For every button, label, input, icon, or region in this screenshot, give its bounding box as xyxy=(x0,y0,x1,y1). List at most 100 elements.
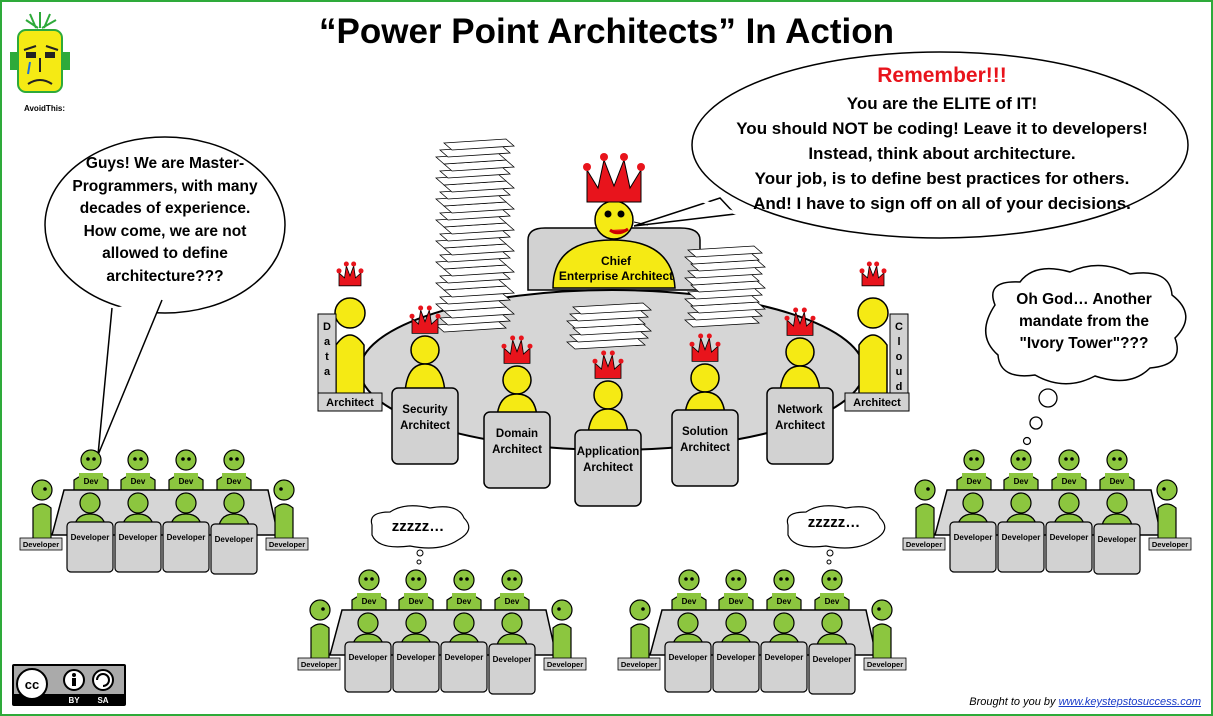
developer-seat-label: Developer xyxy=(765,653,804,662)
page-title: “Power Point Architects” In Action xyxy=(319,12,894,51)
document-stack-small xyxy=(565,302,653,350)
credit-prefix: Brought to you by xyxy=(969,696,1059,708)
developer-seat-label: Developer xyxy=(1152,540,1188,549)
remember-line-2: You should NOT be coding! Leave it to de… xyxy=(736,119,1148,138)
side-letter: d xyxy=(896,381,903,393)
complaint-line-1: Guys! We are Master- xyxy=(85,155,245,172)
developer-seat-label: Developer xyxy=(445,653,484,662)
dev-label: Dev xyxy=(777,597,792,606)
solution-label-line2: Architect xyxy=(680,442,730,454)
complaint-line-6: architecture??? xyxy=(106,267,224,285)
developer-seat-label: Developer xyxy=(954,533,993,542)
dev-label: Dev xyxy=(967,477,982,486)
complaint-line-2: Programmers, with many xyxy=(72,177,258,195)
developer-seat-label: Developer xyxy=(23,540,59,549)
dev-label: Dev xyxy=(505,597,520,606)
domain-label-line2: Architect xyxy=(492,444,542,456)
network-label-line2: Architect xyxy=(775,420,825,432)
developer-seat-label: Developer xyxy=(867,660,903,669)
developer-seat-label: Developer xyxy=(215,535,254,544)
document-stack-tall xyxy=(435,138,515,333)
dev-label: Dev xyxy=(825,597,840,606)
dev-complaint-text: Guys! We are Master- Programmers, with m… xyxy=(58,153,272,288)
cc-sa-text: SA xyxy=(97,696,108,705)
developer-seat-label: Developer xyxy=(71,533,110,542)
side-letter: l xyxy=(897,336,900,348)
zzz-thought-bubble-left xyxy=(370,505,470,565)
cc-license-badge xyxy=(12,664,126,706)
chief-architect-figure xyxy=(552,153,676,289)
dev-label: Dev xyxy=(84,477,99,486)
remember-line-1: You are the ELITE of IT! xyxy=(846,94,1038,113)
dev-label: Dev xyxy=(457,597,472,606)
architect-label: Architect xyxy=(853,397,901,409)
developer-seat-label: Developer xyxy=(1050,533,1089,542)
developer-seat-label: Developer xyxy=(397,653,436,662)
application-label-line2: Architect xyxy=(583,462,633,474)
remember-bubble-text: Remember!!! You are the ELITE of IT! You… xyxy=(700,64,1184,216)
chief-label-line1: Chief xyxy=(601,254,632,268)
domain-label-line1: Domain xyxy=(496,428,538,440)
remember-speech-bubble xyxy=(633,51,1189,239)
sad-robot-face-icon xyxy=(10,12,70,93)
dev-complaint-bubble xyxy=(44,136,286,456)
dev-thought-bubble xyxy=(985,264,1187,446)
developer-seat-label: Developer xyxy=(301,660,337,669)
zzz-text-left: zzzzz… xyxy=(392,518,445,535)
dev-label: Dev xyxy=(1110,477,1125,486)
developer-seat-label: Developer xyxy=(669,653,708,662)
credit-link[interactable]: www.keystepstosuccess.com xyxy=(1058,696,1201,708)
developer-seat-label: Developer xyxy=(1098,535,1137,544)
developer-seat-label: Developer xyxy=(1002,533,1041,542)
dev-label: Dev xyxy=(131,477,146,486)
side-letter: a xyxy=(324,366,331,378)
dev-label: Dev xyxy=(409,597,424,606)
developer-seat-label: Developer xyxy=(167,533,206,542)
chief-label-line2: Enterprise Architect xyxy=(559,269,673,283)
thought-line-3: "Ivory Tower"??? xyxy=(1019,335,1149,352)
remember-line-3: Instead, think about architecture. xyxy=(808,144,1076,163)
cc-text: cc xyxy=(25,677,39,692)
application-label-line1: Application xyxy=(577,446,640,458)
dev-label: Dev xyxy=(682,597,697,606)
thought-line-2: mandate from the xyxy=(1018,313,1150,330)
developer-seat-label: Developer xyxy=(493,655,532,664)
zzz-thought-bubble-right xyxy=(786,505,886,565)
dev-label: Dev xyxy=(179,477,194,486)
side-letter: a xyxy=(324,336,331,348)
dev-label: Dev xyxy=(729,597,744,606)
logo-caption: AvoidThis: xyxy=(24,104,65,113)
side-letter: C xyxy=(895,321,903,333)
side-letter: D xyxy=(323,321,331,333)
developer-seat-label: Developer xyxy=(119,533,158,542)
network-label-line1: Network xyxy=(777,404,823,416)
developer-seat-label: Developer xyxy=(906,540,942,549)
side-letter: o xyxy=(896,351,903,363)
architects-meeting: Chief Enterprise Architect DataArchitect… xyxy=(317,138,910,507)
developer-seat-label: Developer xyxy=(269,540,305,549)
complaint-line-3: decades of experience. xyxy=(79,200,251,217)
security-label-line1: Security xyxy=(402,404,448,416)
developer-seat-label: Developer xyxy=(349,653,388,662)
security-label-line2: Architect xyxy=(400,420,450,432)
remember-line-5: And! I have to sign off on all of your d… xyxy=(753,194,1131,213)
thought-text: Oh God… Another mandate from the "Ivory … xyxy=(995,289,1173,355)
thought-line-1: Oh God… Another xyxy=(1016,291,1152,308)
developer-seat-label: Developer xyxy=(717,653,756,662)
dev-label: Dev xyxy=(227,477,242,486)
cc-by-text: BY xyxy=(68,696,80,705)
